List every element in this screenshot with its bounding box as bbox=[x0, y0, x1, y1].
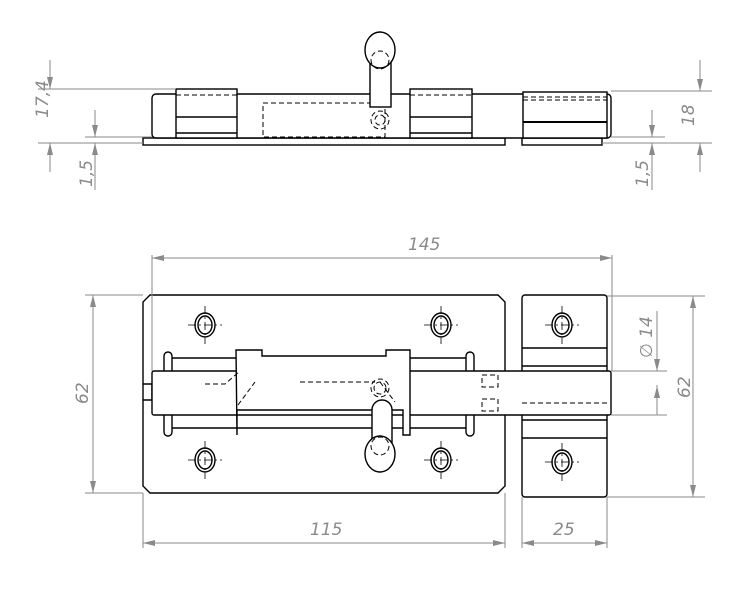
dim-strike-height: 62 bbox=[675, 376, 695, 398]
strike-plate-side bbox=[521, 137, 603, 146]
bolt-carriage bbox=[235, 349, 411, 436]
guide-right-side bbox=[409, 88, 473, 139]
base-plate-side bbox=[142, 137, 506, 146]
dim-plate-left: 1,5 bbox=[77, 160, 97, 187]
front-view: 145 62 115 25 62 ∅ 14 bbox=[73, 235, 705, 548]
screw-hole-icon bbox=[545, 443, 579, 481]
dim-bolt-diameter: ∅ 14 bbox=[637, 316, 657, 358]
guide-left-side bbox=[175, 88, 238, 139]
dim-plate-height: 62 bbox=[73, 382, 93, 404]
knob-side bbox=[364, 31, 396, 69]
strike-side bbox=[522, 91, 608, 139]
dim-strike-width: 25 bbox=[553, 520, 575, 540]
screw-hole-icon bbox=[424, 441, 458, 479]
dim-plate-right: 1,5 bbox=[633, 160, 653, 187]
knob bbox=[364, 435, 396, 473]
dim-total-length: 145 bbox=[408, 235, 440, 255]
screw-hole-icon bbox=[545, 306, 579, 344]
dim-height-left: 17,4 bbox=[33, 80, 53, 118]
top-view: 17,4 1,5 18 1,5 bbox=[33, 31, 712, 190]
screw-hole-icon bbox=[188, 306, 222, 344]
dim-height-right: 18 bbox=[679, 104, 699, 126]
screw-hole-icon bbox=[188, 441, 222, 479]
dim-plate-length: 115 bbox=[310, 520, 342, 540]
screw-hole-icon bbox=[424, 306, 458, 344]
screw-holes bbox=[188, 306, 579, 481]
